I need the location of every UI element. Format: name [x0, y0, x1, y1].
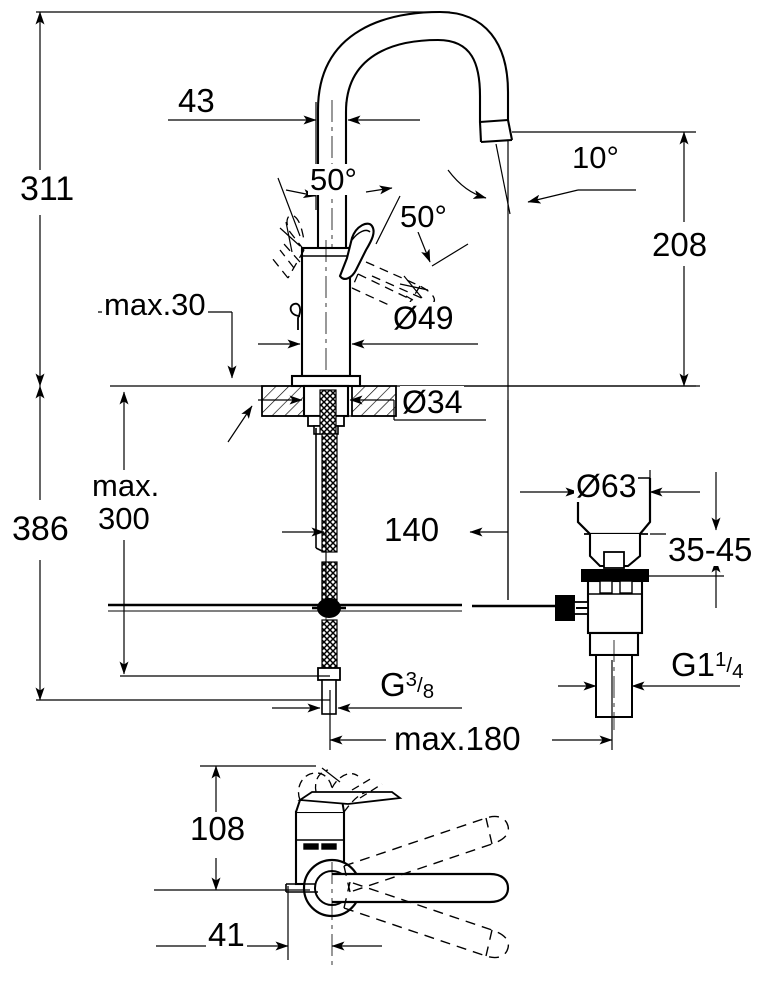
dim-label-10-deg: 10°	[570, 140, 621, 175]
dim-50-back	[277, 177, 317, 237]
dim-50-front	[365, 185, 469, 267]
base-escutcheon	[290, 374, 362, 388]
dim-label-max-300-line2: 300	[96, 501, 152, 536]
dim-label-max-300-line1: max.	[90, 468, 162, 503]
dim-43	[168, 102, 420, 210]
dim-label-max-30: max.30	[102, 287, 208, 322]
dim-label-35-45: 35-45	[666, 531, 755, 568]
dim-max-300	[119, 391, 330, 677]
clevis-screw	[555, 595, 589, 621]
dim-label-108: 108	[188, 810, 248, 847]
g38-denominator: 8	[422, 680, 435, 704]
dim-108	[154, 765, 316, 891]
dim-d34	[227, 395, 486, 443]
dim-label-140: 140	[382, 511, 442, 548]
dim-label-41: 41	[206, 916, 247, 953]
dim-label-g1-1-4: G11/4	[669, 646, 746, 684]
g38-numerator: 3	[405, 668, 418, 692]
side-view-handle	[285, 767, 510, 970]
threaded-mounting-shank	[302, 384, 350, 435]
g1-thread-text: G1	[671, 646, 716, 683]
dim-label-50-back: 50°	[308, 162, 359, 197]
dim-label-d49: Ø49	[391, 300, 456, 336]
g1-numerator: 1	[715, 648, 727, 672]
dim-label-d34: Ø34	[400, 384, 465, 420]
braided-flexible-hose	[315, 428, 341, 715]
dim-max-180	[329, 660, 613, 750]
drain-assembly-view	[555, 477, 652, 730]
single-lever-handle	[289, 222, 375, 330]
popup-waste-lift-rod	[108, 603, 556, 612]
dim-311	[35, 11, 450, 387]
dim-140	[282, 400, 509, 600]
dim-label-g-3-8: G3/8	[378, 666, 437, 704]
dim-label-208: 208	[650, 226, 710, 263]
dim-label-max-180: max.180	[392, 720, 523, 757]
g38-thread-text: G	[380, 666, 406, 703]
dim-label-386: 386	[10, 510, 71, 548]
g1-denominator: 4	[732, 660, 744, 684]
tee-fitting	[312, 598, 346, 618]
dim-label-43: 43	[176, 82, 217, 119]
dim-label-311: 311	[18, 170, 77, 208]
dim-386	[35, 385, 330, 701]
dim-label-50-front: 50°	[398, 199, 449, 234]
dim-label-d63: Ø63	[574, 468, 639, 504]
